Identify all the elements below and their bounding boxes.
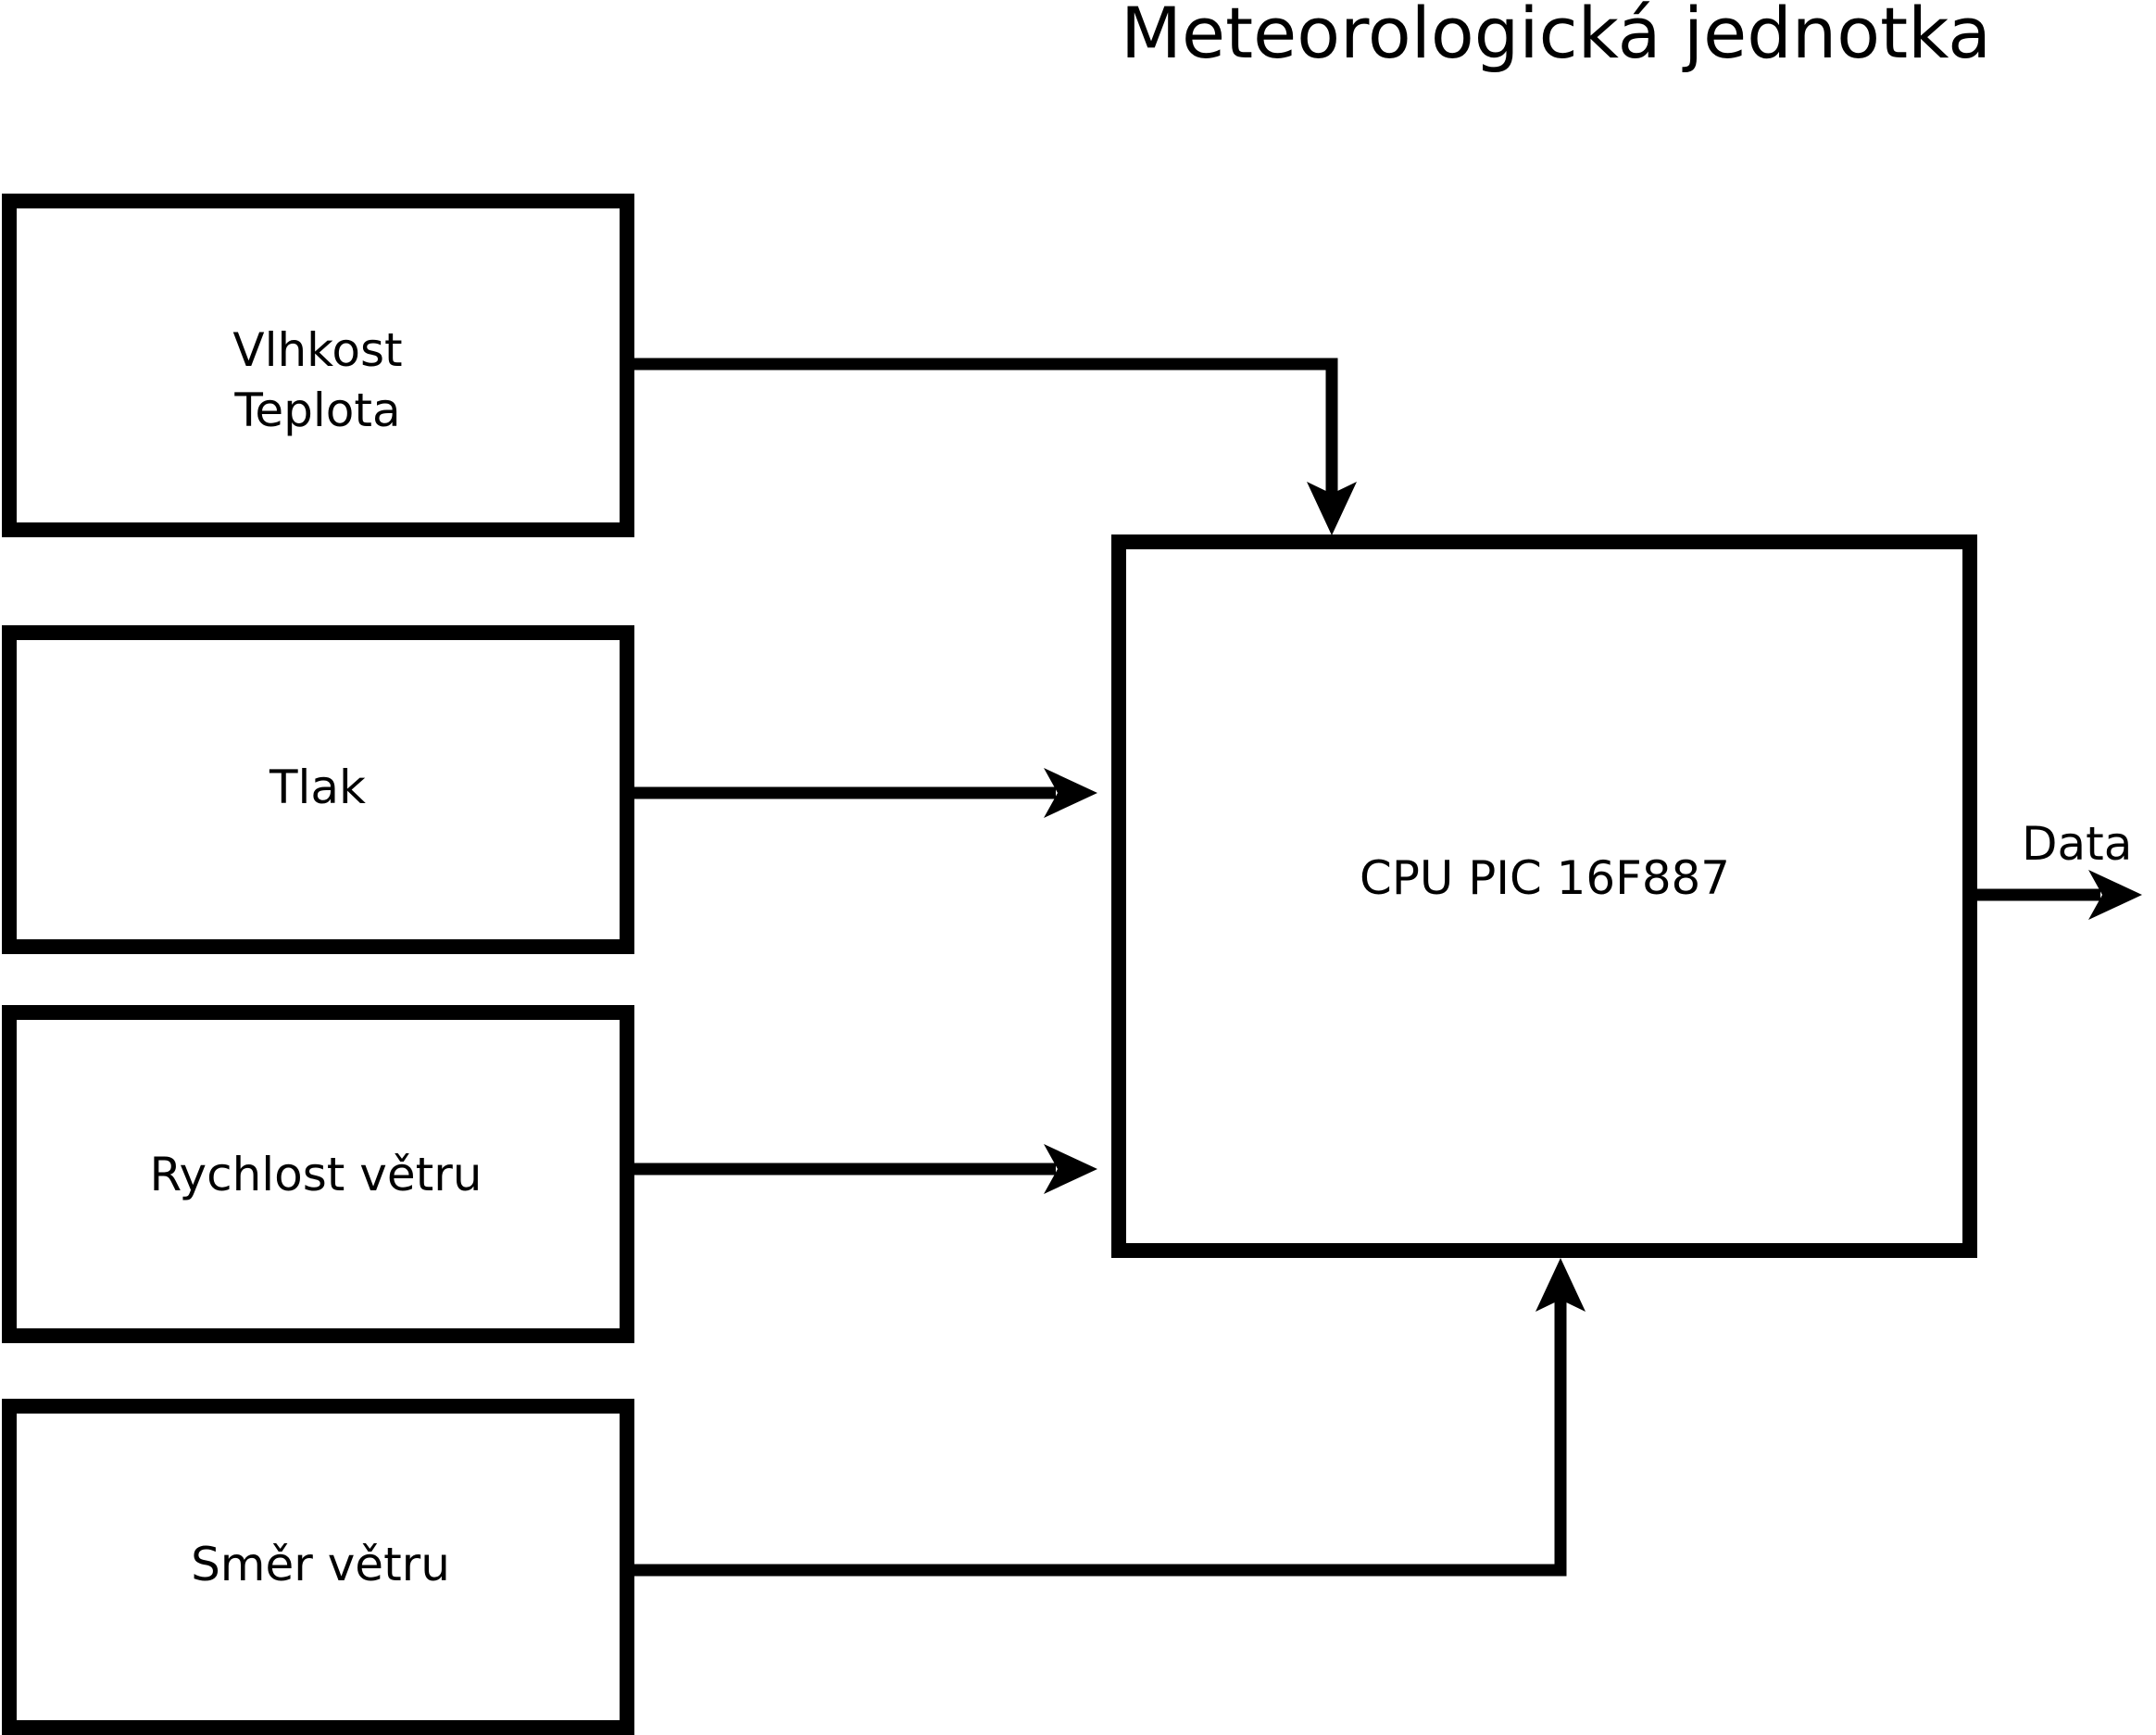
data-output-label: Data <box>2022 817 2132 871</box>
node-tlak-box <box>2 625 634 954</box>
edge-rychlost-arrowhead-right <box>1044 1144 1097 1194</box>
edge-vlhkost-arrowhead-down <box>1307 482 1357 535</box>
edge-data-arrowhead-right <box>2088 870 2142 920</box>
node-vlhkost-teplota-box <box>2 194 634 537</box>
node-cpu-box <box>1111 534 1977 1258</box>
node-smer-vetru-box <box>2 1399 634 1735</box>
node-rychlost-vetru-label: Rychlost větru <box>149 1148 482 1201</box>
node-teplota-label: Teplota <box>233 383 400 437</box>
node-smer-vetru-label: Směr větru <box>191 1538 450 1591</box>
edge-tlak-arrowhead-right <box>1044 768 1097 818</box>
node-tlak-label: Tlak <box>269 761 366 814</box>
node-cpu-label: CPU PIC 16F887 <box>1360 851 1730 905</box>
node-vlhkost-label: Vlhkost <box>232 323 402 377</box>
edge-smer-to-cpu <box>634 1298 1567 1577</box>
edge-vlhkost-to-cpu <box>634 358 1338 496</box>
node-rychlost-vetru-box <box>2 1005 634 1343</box>
diagram-title: Meteorologická jednotka <box>1121 0 1991 74</box>
edge-smer-arrowhead-up <box>1536 1258 1586 1312</box>
